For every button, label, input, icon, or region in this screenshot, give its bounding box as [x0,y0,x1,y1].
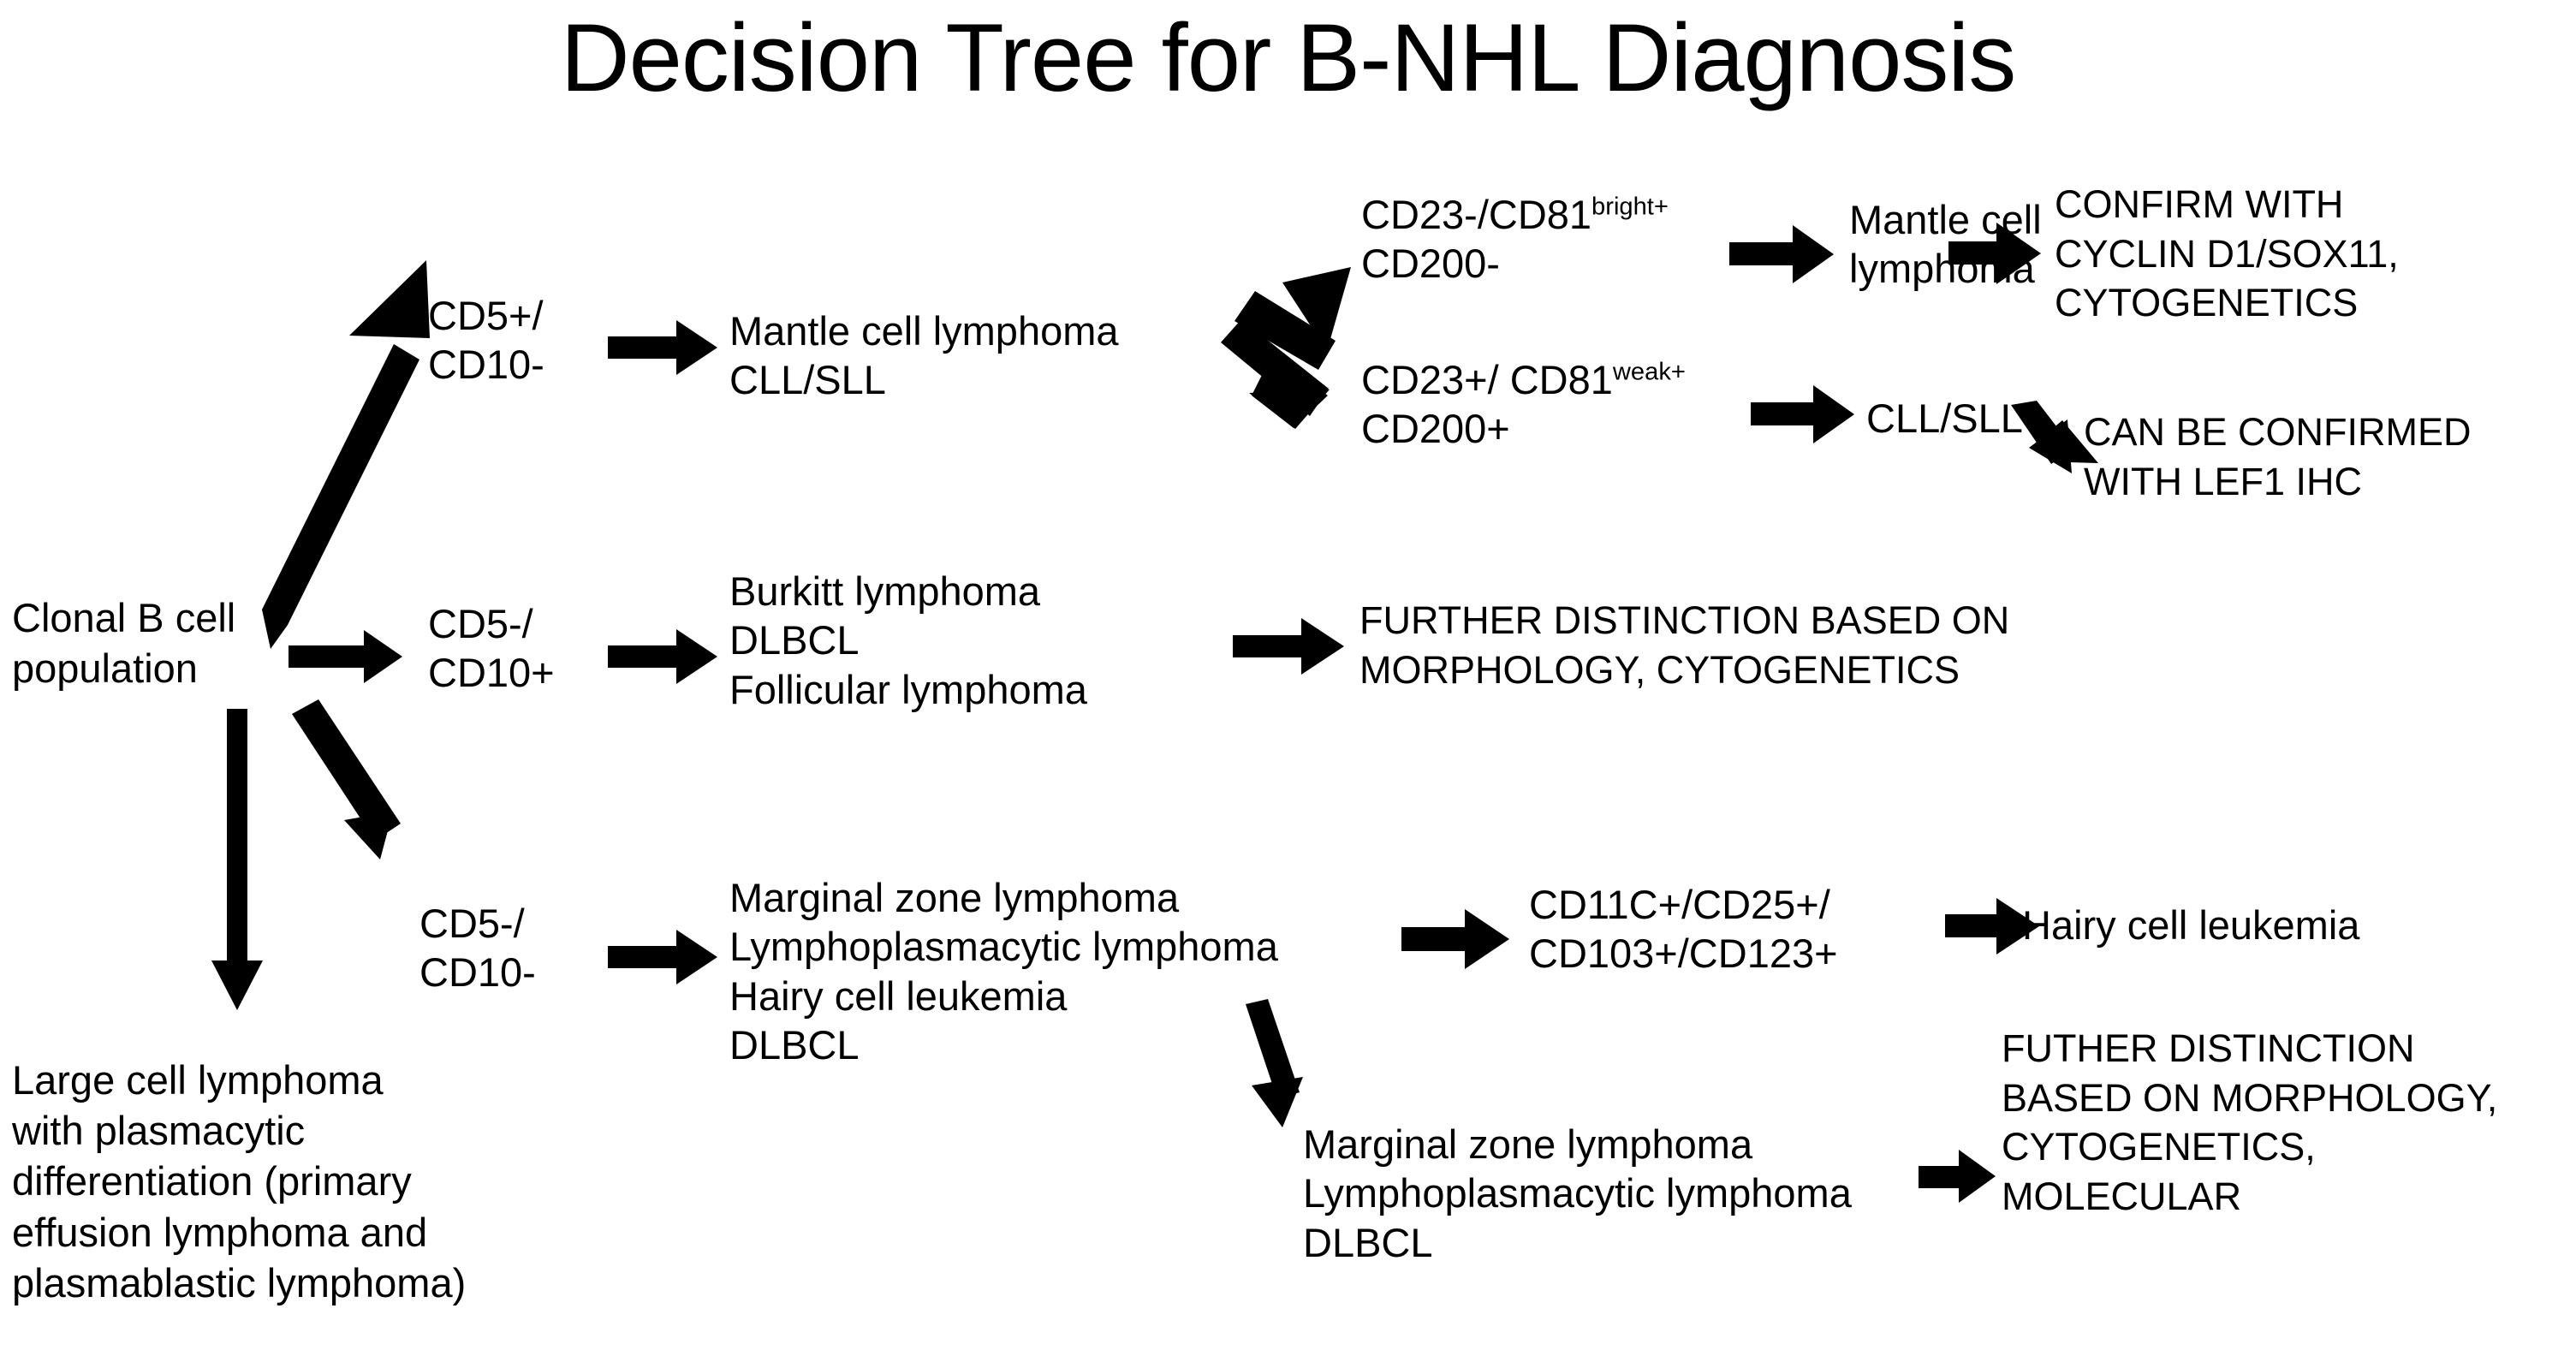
cd23neg-text: CD23-/CD81 [1361,192,1592,237]
node-large-cell-lymphoma: Large cell lymphoma with plasmacytic dif… [12,1057,467,1305]
arrow-cd23neg-to-mantle [1729,225,1834,283]
cd200pos-text: CD200+ [1361,406,1510,452]
arrow-cd5neg-cd10neg-to-marginal [608,930,717,984]
cd23pos-superscript: weak+ [1612,358,1686,386]
arrow-root-to-cd5neg-cd10neg [292,699,401,859]
node-burkitt-group: Burkitt lymphoma DLBCL Follicular lympho… [729,568,1087,712]
arrow-marginal-to-hcl-markers [1401,909,1509,969]
arrow-mcl-group-to-cd23neg [1234,267,1351,370]
node-clonal-b-cell-population: Clonal B cell population [12,595,236,692]
cd23pos-text: CD23+/ CD81 [1361,357,1613,402]
cd200neg-text: CD200- [1361,241,1500,287]
node-cd23pos-cd81weak: CD23+/ CD81weak+ CD200+ [1361,355,1686,454]
arrow-root-to-cd5neg-cd10pos [289,630,402,683]
node-cd5neg-cd10pos: CD5-/ CD10+ [428,601,555,696]
node-marginal-group-2: Marginal zone lymphoma Lymphoplasmacytic… [1303,1121,1852,1265]
node-cd5pos-cd10neg: CD5+/ CD10- [428,293,544,388]
arrow-cd5neg-cd10pos-to-burkitt [608,629,717,684]
node-marginal-group: Marginal zone lymphoma Lymphoplasmacytic… [729,875,1278,1068]
node-cll-sll: CLL/SLL [1866,396,2023,441]
arrow-mcl-group-to-cd23pos [1221,319,1330,429]
node-mantle-cell-lymphoma: Mantle cell lymphoma [1849,197,2042,292]
cd23neg-superscript: bright+ [1591,193,1669,221]
node-hairy-cell-leukemia: Hairy cell leukemia [2022,902,2360,948]
node-mantle-cll-group: Mantle cell lymphoma CLL/SLL [729,308,1119,403]
node-further-distinction-mid: FURTHER DISTINCTION BASED ON MORPHOLOGY,… [1359,598,2010,692]
node-cd23neg-cd81bright: CD23-/CD81bright+ CD200- [1361,190,1669,288]
arrow-cd5pos-to-mcl-group [608,320,717,375]
arrow-burkitt-to-further [1233,618,1344,675]
node-confirm-cll: CAN BE CONFIRMED WITH LEF1 IHC [2084,410,2472,503]
node-further-distinction-bottom: FUTHER DISTINCTION BASED ON MORPHOLOGY, … [2002,1026,2498,1218]
node-confirm-mcl: CONFIRM WITH CYCLIN D1/SOX11, CYTOGENETI… [2055,182,2399,325]
node-cd5neg-cd10neg: CD5-/ CD10- [419,901,536,996]
arrow-root-to-cd5pos [262,260,430,649]
node-hcl-markers: CD11C+/CD25+/ CD103+/CD123+ [1529,882,1838,977]
arrow-cd23pos-to-cllsll [1751,385,1854,443]
arrow-marginal2-to-further [1919,1150,1996,1203]
arrow-root-to-large-cell [211,709,263,1010]
page-title: Decision Tree for B-NHL Diagnosis [560,4,2017,111]
